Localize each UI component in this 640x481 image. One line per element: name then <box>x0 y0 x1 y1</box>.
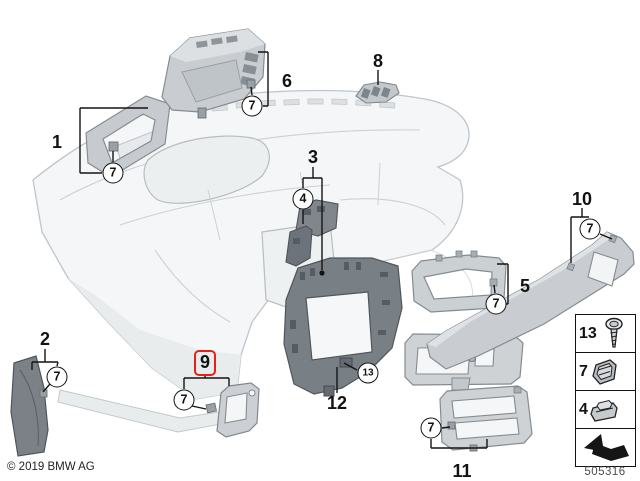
part-11-label[interactable]: 11 <box>452 461 472 481</box>
part-5-label[interactable]: 5 <box>519 276 531 296</box>
legend-item-7-number: 7 <box>579 362 588 380</box>
part-6-label[interactable]: 6 <box>281 71 293 91</box>
fastener-4-callout[interactable]: 4 <box>292 188 314 210</box>
legend-item-7[interactable]: 7 <box>576 353 635 391</box>
clip-icon <box>592 358 617 385</box>
fastener-7-callout[interactable]: 7 <box>579 218 601 240</box>
screw-icon <box>605 317 623 348</box>
fastener-13-callout[interactable]: 13 <box>357 362 379 384</box>
part-2-endcap-drawing <box>10 355 49 457</box>
part-5-trim-frame-drawing <box>411 250 507 313</box>
part-3-duct-drawing <box>285 199 339 267</box>
part-3-attachment-dot <box>319 270 325 276</box>
callout-lines <box>31 51 613 449</box>
part-12-carrier-drawing <box>283 257 403 397</box>
part-9-label[interactable]: 9 <box>199 352 211 372</box>
part-8-label[interactable]: 8 <box>372 51 384 71</box>
legend-item-4[interactable]: 4 <box>576 391 635 429</box>
retainer-icon <box>590 399 618 422</box>
legend-item-13[interactable]: 13 <box>576 315 635 353</box>
fastener-7-callout[interactable]: 7 <box>173 389 195 411</box>
part-10-trim-strip-drawing <box>426 231 635 370</box>
fastener-legend: 13 7 4 <box>575 314 636 467</box>
part-12-label[interactable]: 12 <box>326 393 348 413</box>
fastener-7-callout[interactable]: 7 <box>420 417 442 439</box>
fastener-7-callout[interactable]: 7 <box>46 366 68 388</box>
part-8-vent-grille-drawing <box>355 81 400 104</box>
part-1-label[interactable]: 1 <box>51 132 63 152</box>
fastener-7-callout[interactable]: 7 <box>241 95 263 117</box>
fastener-7-callout[interactable]: 7 <box>102 162 124 184</box>
part-10-label[interactable]: 10 <box>571 189 593 209</box>
fastener-7-callout[interactable]: 7 <box>485 293 507 315</box>
legend-item-13-number: 13 <box>579 324 597 342</box>
part-9-highlight[interactable]: 9 <box>193 350 217 376</box>
part-2-label[interactable]: 2 <box>39 329 51 349</box>
part-6-trim-panel-drawing <box>161 28 266 119</box>
part-3-label[interactable]: 3 <box>307 147 319 167</box>
part-9-bezel-drawing <box>205 382 260 438</box>
direction-arrow-icon <box>583 433 629 461</box>
legend-item-direction <box>576 429 635 466</box>
diagram-number: 505316 <box>584 466 626 478</box>
copyright-notice: © 2019 BMW AG <box>7 461 95 473</box>
part-1-trim-frame-drawing <box>85 95 171 178</box>
part-11-trim-panel-drawing <box>439 385 533 452</box>
legend-item-4-number: 4 <box>579 400 588 418</box>
